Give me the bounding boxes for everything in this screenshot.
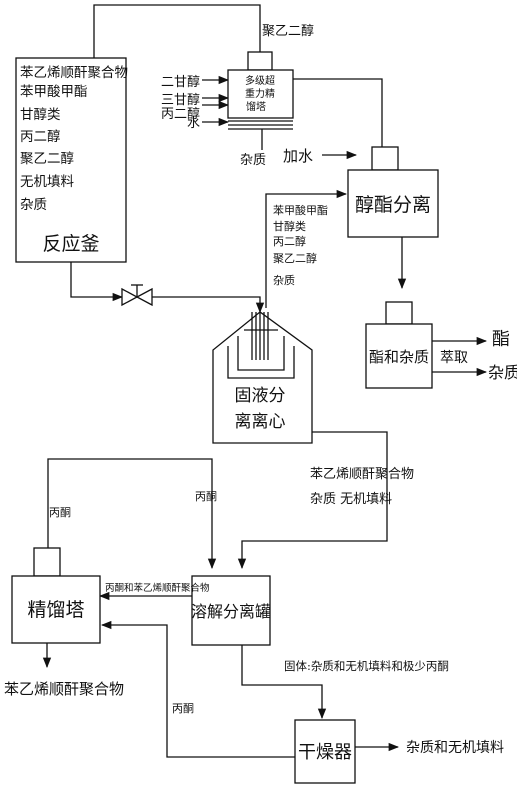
ester-cap [385,301,413,325]
ester-impurity-unit: 酯和杂质 萃取 酯 杂质 [365,301,517,389]
rectifier-body [227,69,294,119]
arrow-acetone-to-tank [47,458,217,570]
centrifuge-title-1: 固液分 [235,386,286,406]
centrifuge: 固液分 离离心 [212,311,313,444]
arrow-feed-to-sep [265,189,348,308]
add-water-label: 加水 [283,147,313,165]
feed-list: 苯甲酸甲酯 甘醇类 丙二醇 聚乙二醇 杂质 [273,203,328,287]
ester-title: 酯和杂质 [369,348,429,366]
line-reactor-to-valve [70,262,124,302]
rectifier-label-2: 重力精 [245,87,275,100]
solids-line-2: 杂质 无机填料 [310,492,392,507]
rectifier-top-product: 聚乙二醇 [262,23,314,39]
acetone-label-bottom: 丙酮 [172,702,194,715]
reactor-content-4: 丙二醇 [20,128,61,145]
separator-box [347,169,439,238]
centrifuge-housing [212,311,313,444]
feed-item-2: 甘醇类 [273,219,306,233]
rectifier-impurity: 杂质 [240,153,266,168]
impurity-output: 杂质 [488,363,517,382]
separator-title: 醇酯分离 [355,194,431,216]
feed-item-1: 苯甲酸甲酯 [273,203,328,217]
centrifuge-drum [237,336,285,371]
output-triethylene-glycol: 三甘醇 [161,92,200,108]
dissolve-tank-box [191,575,271,646]
dryer: 干燥器 杂质和无机填料 [294,719,504,784]
dissolve-tank: 溶解分离罐 [191,575,271,646]
reactor-content-2: 苯甲酸甲酯 [20,84,88,100]
separator-cap [371,146,399,171]
acetone-label-mid: 丙酮 [195,490,217,503]
dissolve-tank-title: 溶解分离罐 [191,602,271,621]
rectifier-cap [247,51,273,71]
output-diethylene-glycol: 二甘醇 [161,74,200,90]
acetone-label-left: 丙酮 [49,506,71,519]
distillation-tower: 精馏塔 苯乙烯顺酐聚合物 [4,547,124,698]
feed-item-4: 聚乙二醇 [273,251,317,265]
line-rectifier-to-sep [293,78,383,147]
line-reactor-to-rectifier [93,4,261,58]
reactor-box [15,57,127,263]
output-water: 水 [187,116,200,131]
ester-output: 酯 [492,329,510,350]
solids-line-1: 苯乙烯顺酐聚合物 [310,467,414,482]
arrow-tank-to-dryer [241,645,327,720]
arrow-solids-to-tank [237,431,388,570]
rectifier-label-3: 馏塔 [246,100,266,113]
reactor-content-7: 杂质 [20,197,47,213]
extraction-label: 萃取 [440,350,468,366]
ester-box [365,323,433,389]
dryer-output: 杂质和无机填料 [406,740,504,756]
line-valve-to-centrifuge [152,296,265,314]
rectifier-column: 聚乙二醇 多级超 重力精 馏塔 二甘醇 三甘醇 丙二醇 水 杂质 [161,23,314,168]
flow-lines [42,4,488,758]
rectifier-label-1: 多级超 [245,74,275,87]
reactor-content-6: 无机填料 [20,174,74,190]
alcohol-ester-separator: 加水 醇酯分离 [283,146,439,238]
dryer-title: 干燥器 [298,742,352,763]
dryer-box [294,719,356,784]
output-propanediol: 丙二醇 [161,106,200,122]
tank-to-tower-label: 丙酮和苯乙烯顺酐聚合物 [105,582,210,594]
tower-cap [33,547,61,577]
centrifuge-title-2: 离离心 [235,412,286,432]
feed-item-3: 丙二醇 [273,234,306,248]
centrifuge-basket [227,346,295,379]
tower-box [11,575,101,644]
valve-icon[interactable] [121,284,153,307]
reactor: 苯乙烯顺酐聚合物 苯甲酸甲酯 甘醇类 丙二醇 聚乙二醇 无机填料 杂质 反应釜 [15,57,128,263]
feed-item-5: 杂质 [273,274,295,287]
arrow-dryer-acetone-return [100,620,295,758]
reactor-content-1: 苯乙烯顺酐聚合物 [20,65,128,81]
reactor-content-5: 聚乙二醇 [20,150,74,167]
tower-product: 苯乙烯顺酐聚合物 [4,680,124,698]
reactor-title: 反应釜 [42,233,99,255]
solid-note: 固体:杂质和无机填料和极少丙酮 [284,659,449,673]
tower-title: 精馏塔 [27,599,84,621]
reactor-content-3: 甘醇类 [20,106,61,123]
